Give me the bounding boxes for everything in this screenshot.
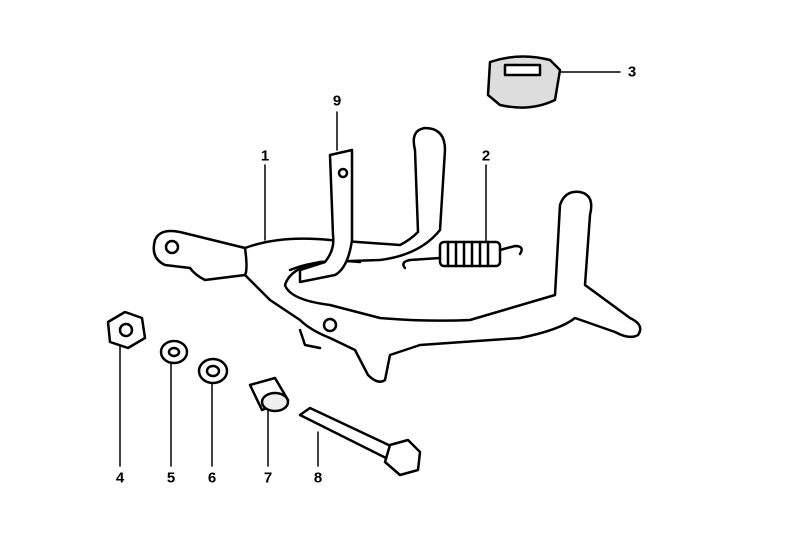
callout-9: 9 (332, 92, 342, 110)
callout-1: 1 (260, 147, 270, 165)
bolt-drawing (298, 406, 422, 477)
callout-6: 6 (207, 469, 217, 487)
callout-8: 8 (313, 469, 323, 487)
bracket-drawing (298, 148, 354, 284)
callout-5: 5 (166, 469, 176, 487)
lock-washer-drawing (159, 339, 189, 365)
spring-drawing (402, 240, 523, 270)
callout-7: 7 (263, 469, 273, 487)
washer-drawing (197, 357, 229, 385)
callout-3: 3 (627, 63, 637, 81)
rubber-buffer-drawing (486, 55, 562, 109)
leader-lines (119, 71, 621, 467)
bushing-drawing (248, 376, 290, 413)
hex-nut-drawing (106, 310, 147, 350)
callout-4: 4 (115, 469, 125, 487)
callout-2: 2 (481, 147, 491, 165)
center-stand-drawing (152, 126, 642, 383)
